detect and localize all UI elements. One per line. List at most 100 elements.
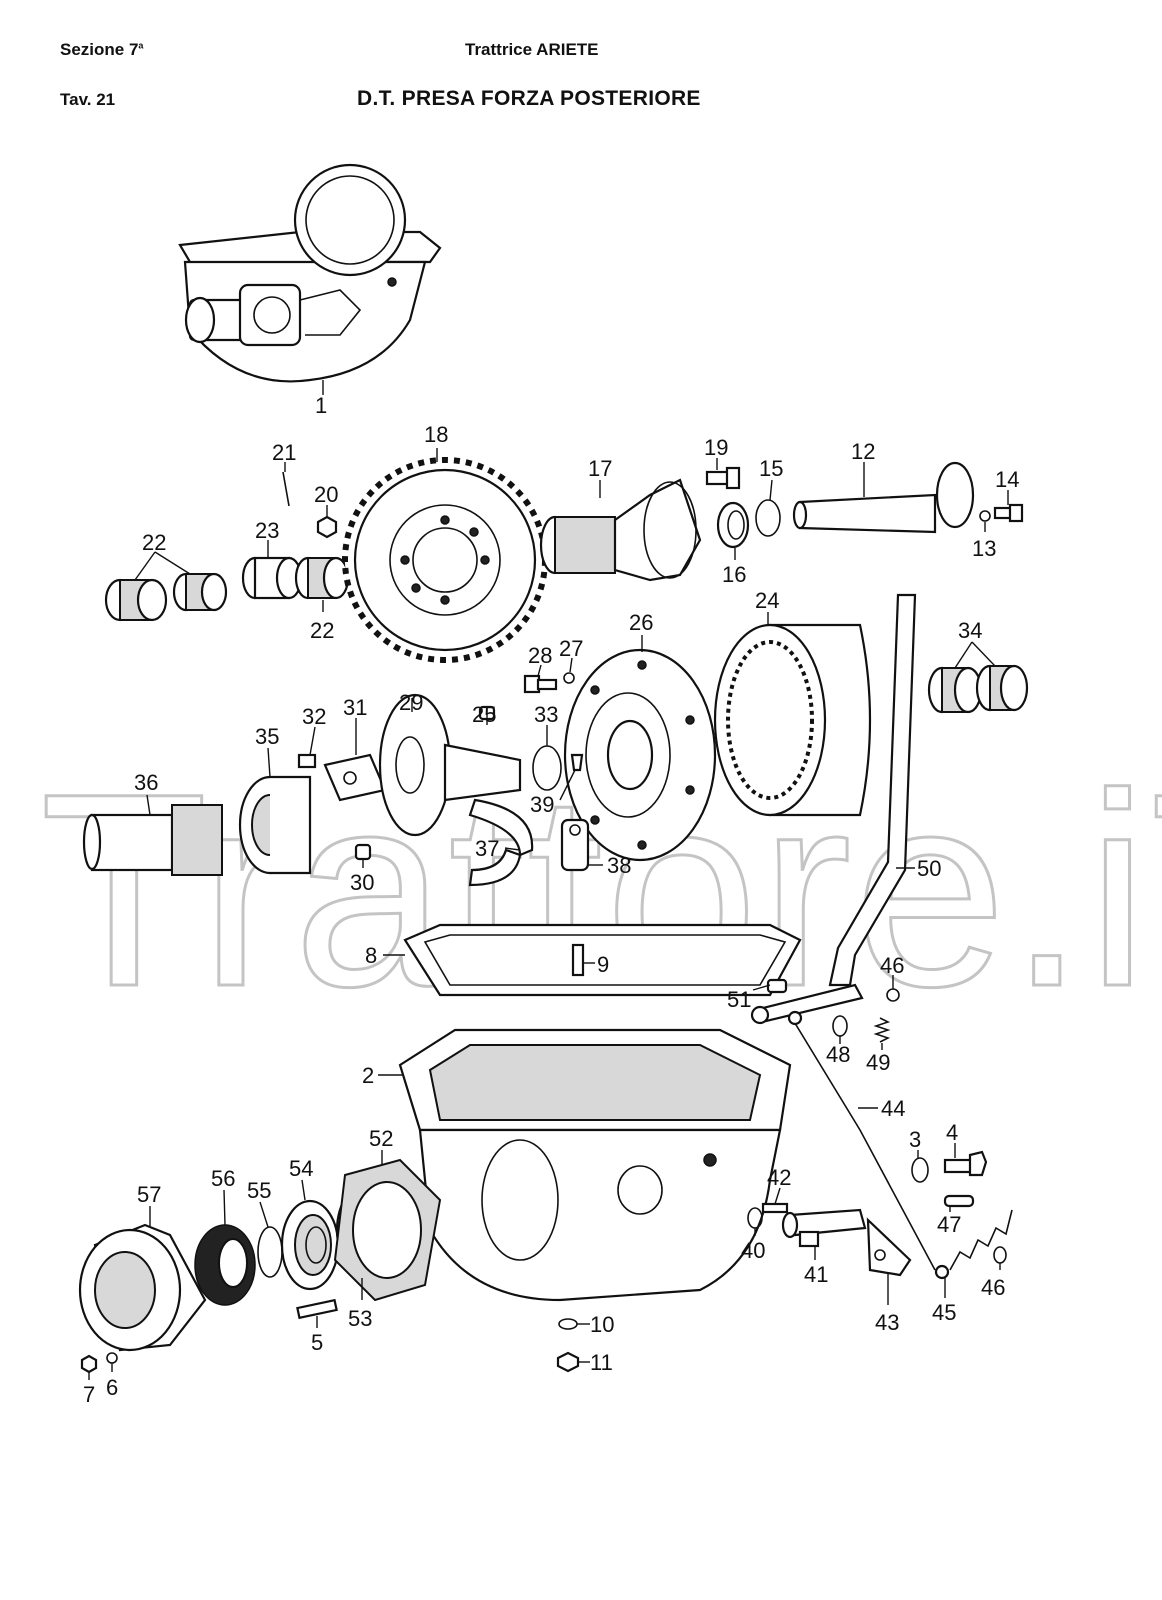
callout-48: 48 [826, 1036, 850, 1067]
callout-43: 43 [875, 1272, 899, 1335]
svg-text:28: 28 [528, 643, 552, 668]
callout-12: 12 [851, 439, 875, 497]
callout-31: 31 [343, 695, 367, 755]
svg-text:55: 55 [247, 1178, 271, 1203]
part-38-fork-block [560, 818, 590, 872]
part-21-split-pin [282, 471, 290, 507]
svg-text:15: 15 [759, 456, 783, 481]
callout-7: 7 [83, 1372, 95, 1407]
part-27-washer [563, 672, 575, 684]
svg-text:32: 32 [302, 704, 326, 729]
svg-text:14: 14 [995, 467, 1019, 492]
svg-text:6: 6 [106, 1375, 118, 1400]
svg-text:7: 7 [83, 1382, 95, 1407]
svg-text:16: 16 [722, 562, 746, 587]
callout-4: 4 [946, 1120, 958, 1158]
svg-text:52: 52 [369, 1126, 393, 1151]
part-19-bolt [705, 466, 741, 490]
part-6-washer [106, 1352, 118, 1364]
part-44-rod [787, 1010, 950, 1280]
part-28-bolt [523, 674, 558, 694]
tractor-title: Trattrice ARIETE [465, 40, 599, 59]
callout-33: 33 [534, 702, 558, 746]
part-7-nut [80, 1354, 98, 1374]
part-42-pin [761, 1202, 789, 1214]
callout-8: 8 [365, 943, 405, 968]
svg-text:1: 1 [315, 393, 327, 418]
svg-text:53: 53 [348, 1306, 372, 1331]
part-3-ring [911, 1157, 929, 1183]
part-50-lever-arm [750, 983, 864, 1025]
svg-text:8: 8 [365, 943, 377, 968]
part-12-shaft [792, 461, 975, 534]
svg-text:46: 46 [880, 953, 904, 978]
svg-text:51: 51 [727, 987, 751, 1012]
svg-text:36: 36 [134, 770, 158, 795]
part-22-needle-bearing-left [104, 572, 228, 622]
callout-45: 45 [932, 1278, 956, 1325]
part-47-pin [943, 1194, 975, 1208]
part-17-drive-hub [539, 478, 702, 582]
part-18-crown-gear [342, 457, 548, 663]
part-41-shaft-lever [781, 1208, 867, 1248]
svg-text:38: 38 [607, 853, 631, 878]
part-4-screw [943, 1150, 988, 1177]
svg-text:44: 44 [881, 1096, 905, 1121]
callout-5: 5 [311, 1316, 323, 1355]
svg-text:27: 27 [559, 636, 583, 661]
part-49-spring [873, 1017, 891, 1043]
part-24-ring-gear-drum [713, 623, 872, 817]
callout-55: 55 [247, 1178, 271, 1228]
svg-text:30: 30 [350, 870, 374, 895]
svg-text:20: 20 [314, 482, 338, 507]
callout-46-lower: 46 [981, 1263, 1005, 1300]
svg-text:22: 22 [310, 618, 334, 643]
svg-text:3: 3 [909, 1127, 921, 1152]
callout-28: 28 [528, 643, 552, 677]
svg-text:21: 21 [272, 440, 296, 465]
callout-17: 17 [588, 456, 612, 498]
callout-29: 29 [399, 690, 423, 715]
callout-57: 57 [137, 1182, 161, 1226]
svg-text:26: 26 [629, 610, 653, 635]
callout-50: 50 [896, 856, 941, 881]
part-15-snap-ring [755, 499, 781, 537]
part-30-pin [354, 843, 372, 861]
part-36-splined-shaft [82, 804, 223, 876]
part-14-screw [993, 503, 1024, 523]
svg-text:39: 39 [530, 792, 554, 817]
callout-27: 27 [559, 636, 583, 673]
diagram-title: D.T. PRESA FORZA POSTERIORE [357, 87, 701, 110]
svg-text:57: 57 [137, 1182, 161, 1207]
part-1-assembled-pto-housing [178, 163, 442, 383]
callout-6: 6 [106, 1363, 118, 1400]
callout-47: 47 [937, 1207, 961, 1237]
svg-text:23: 23 [255, 518, 279, 543]
callout-9: 9 [583, 952, 609, 977]
svg-text:31: 31 [343, 695, 367, 720]
svg-text:5: 5 [311, 1330, 323, 1355]
svg-text:22: 22 [142, 530, 166, 555]
callout-22-lower: 22 [310, 600, 334, 643]
callout-36: 36 [134, 770, 158, 816]
part-45-spring [949, 1209, 1013, 1271]
part-50-lever [828, 593, 917, 987]
callout-32: 32 [302, 704, 326, 756]
part-51-pin [766, 978, 788, 994]
callout-1: 1 [315, 380, 327, 418]
part-39-grease-nipple [570, 753, 584, 772]
part-23-bushing [241, 556, 303, 600]
part-13-washer [979, 510, 991, 522]
callout-53: 53 [348, 1278, 372, 1331]
svg-text:34: 34 [958, 618, 982, 643]
callout-56: 56 [211, 1166, 235, 1226]
part-5-stud [296, 1298, 338, 1320]
callout-49: 49 [866, 1043, 890, 1075]
callout-37: 37 [475, 836, 521, 861]
callout-18: 18 [424, 422, 448, 462]
part-34-needle-bearings [927, 664, 1029, 714]
callout-16: 16 [722, 548, 746, 587]
part-35-sleeve-coupling [238, 775, 312, 875]
svg-text:46: 46 [981, 1275, 1005, 1300]
callout-13: 13 [972, 522, 996, 561]
